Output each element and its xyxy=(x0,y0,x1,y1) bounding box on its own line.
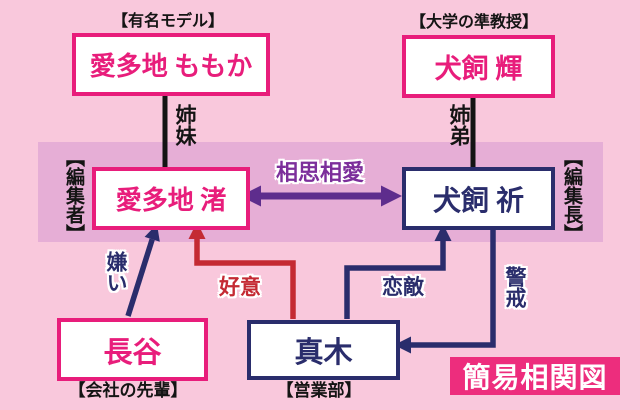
role-label-hase: 【会社の先輩】 xyxy=(68,381,188,400)
person-name-momoka: 愛多地 ももか xyxy=(89,52,253,81)
rel-label-wariness: 警戒 xyxy=(503,266,526,308)
person-name-maki: 真木 xyxy=(294,337,353,369)
rel-label-mutual-love: 相思相愛 xyxy=(275,160,365,185)
person-box-maki: 真木 xyxy=(247,320,400,380)
role-label-maki: 【営業部】 xyxy=(276,381,362,400)
role-label-nagisa: 【編集者】 xyxy=(63,148,84,243)
person-box-momoka: 愛多地 ももか xyxy=(72,33,270,96)
person-box-inori: 犬飼 祈 xyxy=(402,167,555,230)
person-name-hikaru: 犬飼 輝 xyxy=(434,54,523,84)
role-label-momoka: 【有名モデル】 xyxy=(111,13,225,30)
diagram-title-badge: 簡易相関図 xyxy=(450,357,620,395)
rel-label-dislike: 嫌い xyxy=(104,251,127,293)
person-name-inori: 犬飼 祈 xyxy=(432,185,524,217)
person-box-hikaru: 犬飼 輝 xyxy=(402,35,555,98)
rel-label-siblings: 姉弟 xyxy=(447,104,470,146)
rel-label-love-rival: 恋敵 xyxy=(382,276,424,299)
person-box-hase: 長谷 xyxy=(57,318,208,381)
person-name-nagisa: 愛多地 渚 xyxy=(115,186,227,215)
rel-label-affection: 好意 xyxy=(219,276,261,299)
person-box-nagisa: 愛多地 渚 xyxy=(92,167,250,230)
person-name-hase: 長谷 xyxy=(103,336,162,369)
role-label-inori: 【編集長】 xyxy=(561,148,582,243)
diagram-title: 簡易相関図 xyxy=(462,363,608,394)
role-label-hikaru: 【大学の準教授】 xyxy=(409,14,539,31)
rel-label-sisters: 姉妹 xyxy=(173,104,196,146)
